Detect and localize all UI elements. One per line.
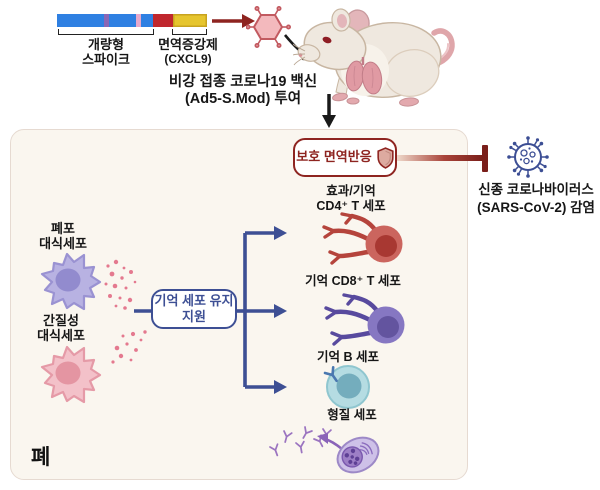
spike-mutation-stripe: [136, 14, 141, 27]
adjuvant-bracket: [172, 29, 207, 35]
vaccine-construct-bar: [57, 14, 207, 27]
inhibition-tbar: [482, 145, 488, 172]
linker-segment: [153, 14, 173, 27]
adjuvant-gene-segment: [173, 14, 207, 27]
memory-support-box: 기억 세포 유지 지원: [151, 289, 237, 329]
plasma-cell-label: 형질 세포: [327, 408, 377, 422]
coronavirus-icon: [507, 136, 549, 178]
antibody-y-icon: [323, 365, 338, 383]
spike-bracket: [58, 29, 154, 35]
cd8-cell-label: 기억 CD8⁺ T 세포: [305, 274, 401, 288]
cd8-cell: [324, 293, 405, 346]
interstitial-macrophage-label: 간질성 대식세포: [37, 313, 85, 344]
vaccine-particle-icon: [246, 5, 291, 48]
inhibition-line: [397, 155, 483, 161]
protective-response-label: 보호 면역반응: [296, 149, 372, 165]
down-arrow-icon: [322, 94, 336, 128]
infection-caption: 신종 코로나바이러스 (SARS-CoV-2) 감염: [477, 182, 595, 215]
secreted-molecules-dots: [104, 259, 137, 310]
shield-icon: [377, 146, 394, 169]
organ-label: 폐: [31, 446, 51, 469]
lung-panel: [10, 129, 468, 480]
bcell-label: 기억 B 세포: [317, 350, 379, 364]
alveolar-macrophage-cell: [40, 252, 102, 311]
plasma-cell: [336, 436, 380, 474]
memory-support-label: 기억 세포 유지 지원: [154, 293, 234, 324]
secreted-molecules-dots: [111, 330, 147, 364]
bcell: [323, 365, 370, 409]
right-arrow-icon: [212, 14, 255, 28]
administration-caption: 비강 접종 코로나19 백신 (Ad5-S.Mod) 투여: [168, 74, 318, 108]
interstitial-macrophage-cell: [40, 345, 102, 404]
spike-mutation-stripe: [104, 14, 109, 27]
plasma-cell-group: [269, 426, 380, 474]
spike-label: 개량형 스파이크: [82, 37, 130, 68]
adjuvant-label: 면역증강제 (CXCL9): [158, 37, 218, 67]
cd4-cell-label: 효과/기억 CD4⁺ T 세포: [316, 184, 386, 213]
branching-arrows: [134, 226, 287, 394]
spike-gene-segment: [57, 14, 153, 27]
cd4-cell: [322, 212, 403, 265]
antibody-y-icon: [269, 426, 332, 457]
alveolar-macrophage-label: 폐포 대식세포: [39, 221, 87, 252]
mouse-illustration: [293, 8, 455, 107]
protective-response-badge: 보호 면역반응: [293, 138, 397, 177]
